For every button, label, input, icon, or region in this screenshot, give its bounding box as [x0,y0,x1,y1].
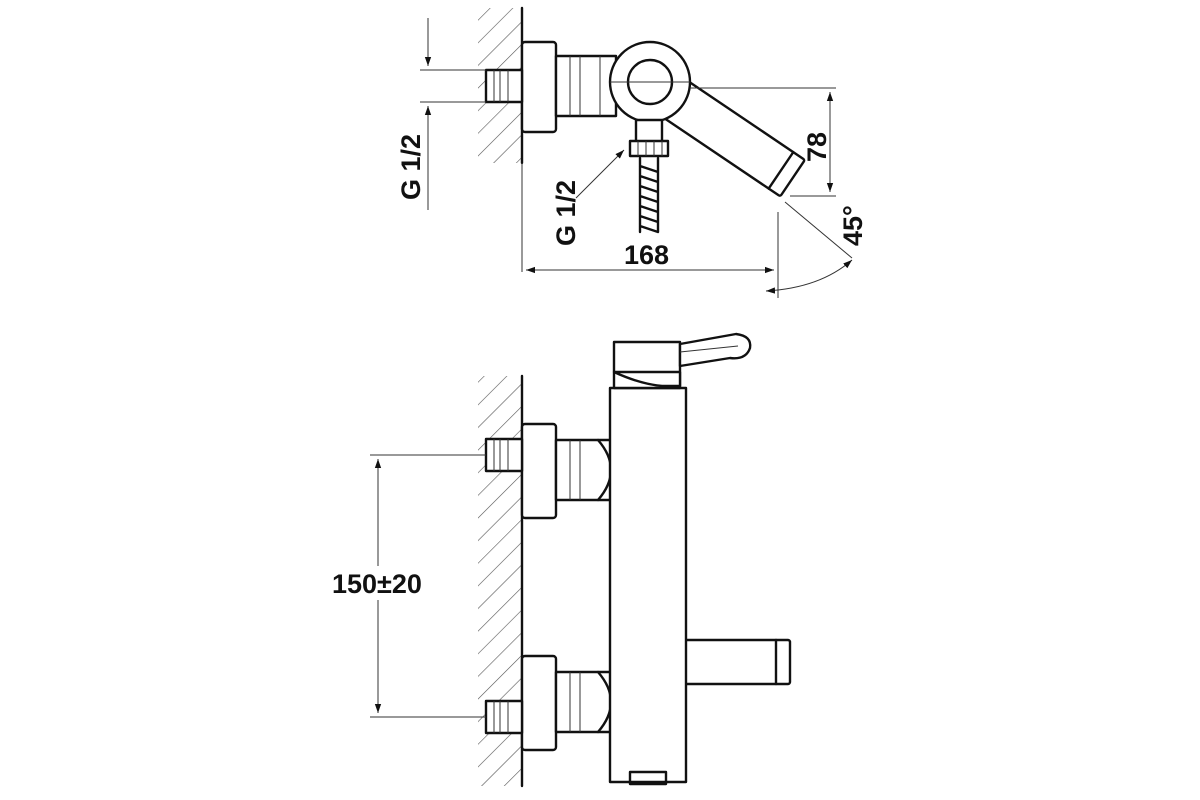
inlet-thread-label: G 1/2 [396,134,426,200]
spacing-dimension-label: 150±20 [332,569,422,599]
side-main-body [608,386,688,784]
side-lever-handle [678,332,752,368]
upper-inlet-nipple [484,437,524,473]
upper-wall-flange [520,422,558,520]
side-view: 150±20 [328,332,792,788]
height-dimension-label: 78 [802,132,832,162]
side-spout [682,638,792,686]
angle-dimension-label: 45° [838,205,868,246]
top-hose [638,156,660,234]
outlet-thread-label: G 1/2 [551,180,581,246]
top-wall-flange [520,40,558,134]
lower-inlet-nipple [484,699,524,735]
width-dimension-label: 168 [624,240,669,270]
lower-wall-flange [520,654,558,752]
top-inlet-nipple [484,68,524,104]
top-view: G 1/2 G 1/2 168 78 45° [396,6,868,298]
top-outlet-nut [628,139,670,158]
